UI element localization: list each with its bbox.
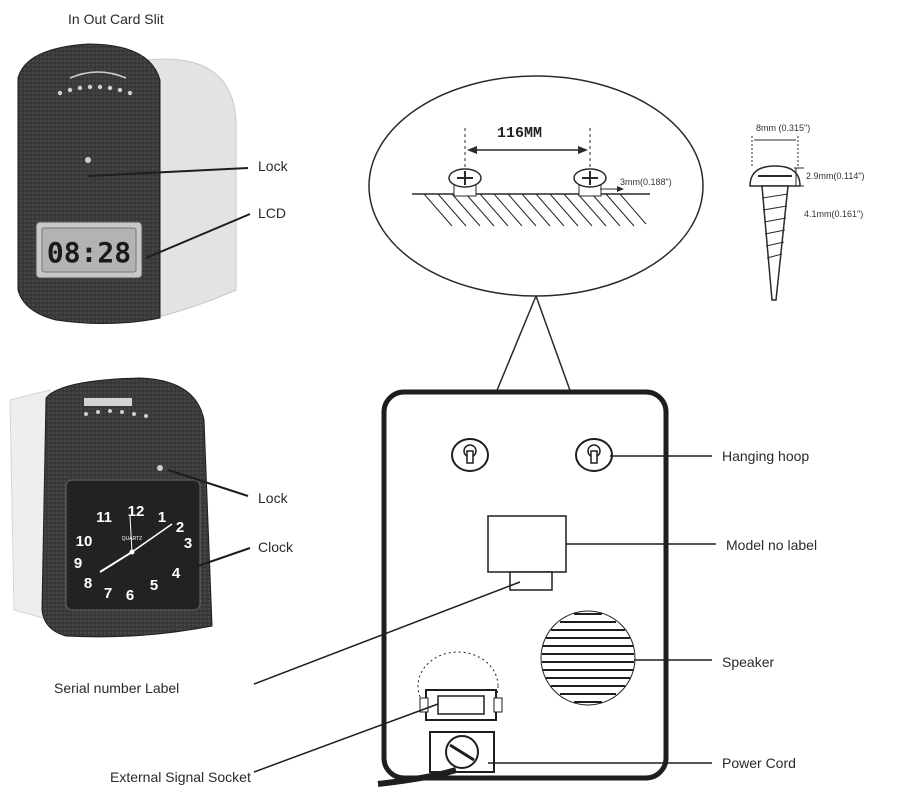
clock-numeral-2: 2 — [176, 519, 184, 536]
clock-numerals: 12 1 2 3 4 5 6 7 8 9 10 11 — [74, 503, 192, 604]
clock-numeral-7: 7 — [104, 585, 112, 602]
mounting-detail-callout — [368, 75, 704, 297]
label-model-no: Model no label — [726, 537, 818, 553]
leader-lock-top — [87, 167, 249, 177]
clock-numeral-3: 3 — [184, 535, 192, 552]
card-slot — [84, 398, 132, 406]
clock-numeral-6: 6 — [126, 587, 134, 604]
label-lcd: LCD — [258, 205, 287, 221]
label-clock: Clock — [258, 539, 294, 555]
label-serial-number: Serial number Label — [54, 680, 180, 696]
leader-clock — [197, 547, 251, 567]
serial-label-box — [509, 571, 553, 591]
leader-lock-bottom — [167, 469, 249, 497]
label-power-cord: Power Cord — [722, 755, 796, 771]
screw-left — [448, 168, 482, 197]
slot-indicator-dots — [84, 409, 148, 418]
clock-numeral-1: 1 — [158, 509, 166, 526]
clock-numeral-9: 9 — [74, 555, 82, 572]
dimension-hoop-spacing: 116MM — [497, 125, 543, 142]
clock-center-pin — [129, 549, 135, 555]
leader-serial-number — [253, 581, 521, 685]
dimension-screw-head-width: 8mm (0.315") — [756, 123, 811, 133]
dimension-screw-gap: 3mm(0.188") — [620, 177, 672, 187]
analog-time-clock-device: 12 1 2 3 4 5 6 7 8 9 10 11 QUARTZ — [9, 377, 251, 638]
back-panel — [377, 389, 669, 787]
model-label-box — [487, 515, 567, 573]
screw-shank — [761, 185, 789, 301]
dimension-screw-shank: 4.1mm(0.161") — [804, 209, 864, 219]
lock-keyhole-top — [85, 157, 91, 163]
hour-hand — [99, 551, 133, 573]
clock-numeral-4: 4 — [172, 565, 181, 582]
dimension-screw-head-height: 2.9mm(0.114") — [806, 171, 865, 181]
minute-hand — [131, 523, 173, 553]
clock-face — [65, 479, 201, 611]
wall-hatching — [423, 193, 647, 227]
label-in-out-card-slit: In Out Card Slit — [68, 11, 164, 27]
gap-arrowhead — [617, 186, 624, 192]
external-signal-socket — [417, 651, 503, 721]
spacing-arrowhead-left — [467, 146, 477, 154]
label-hanging-hoop: Hanging hoop — [722, 448, 810, 464]
spacing-arrowhead-right — [578, 146, 588, 154]
label-lock-bottom: Lock — [258, 490, 288, 506]
card-slit-indicator-dots — [57, 71, 133, 96]
label-external-signal-socket: External Signal Socket — [110, 769, 251, 785]
lcd-time-clock-device: 08:28 — [17, 43, 251, 325]
power-cord-plug — [429, 731, 495, 773]
label-lock-top: Lock — [258, 158, 288, 174]
second-hand — [129, 515, 133, 553]
leader-external-socket — [253, 703, 439, 773]
label-speaker: Speaker — [722, 654, 775, 670]
speaker-grille — [540, 610, 636, 706]
screw-right — [573, 168, 607, 197]
power-cord-cable — [377, 767, 457, 787]
clock-numeral-5: 5 — [150, 577, 158, 594]
clock-numeral-8: 8 — [84, 575, 92, 592]
lcd-device-side-panel — [145, 58, 237, 321]
screw-detail — [749, 136, 804, 301]
clock-numeral-12: 12 — [128, 503, 145, 520]
leader-lcd — [145, 213, 251, 259]
hanging-hoop-left — [451, 438, 489, 472]
clock-numeral-10: 10 — [76, 533, 93, 550]
lock-keyhole-bottom — [157, 465, 163, 471]
lcd-digits: 08:28 — [47, 236, 131, 269]
clock-brand: QUARTZ — [122, 536, 142, 542]
hanging-hoop-right — [575, 438, 613, 472]
clock-numeral-11: 11 — [96, 509, 112, 526]
